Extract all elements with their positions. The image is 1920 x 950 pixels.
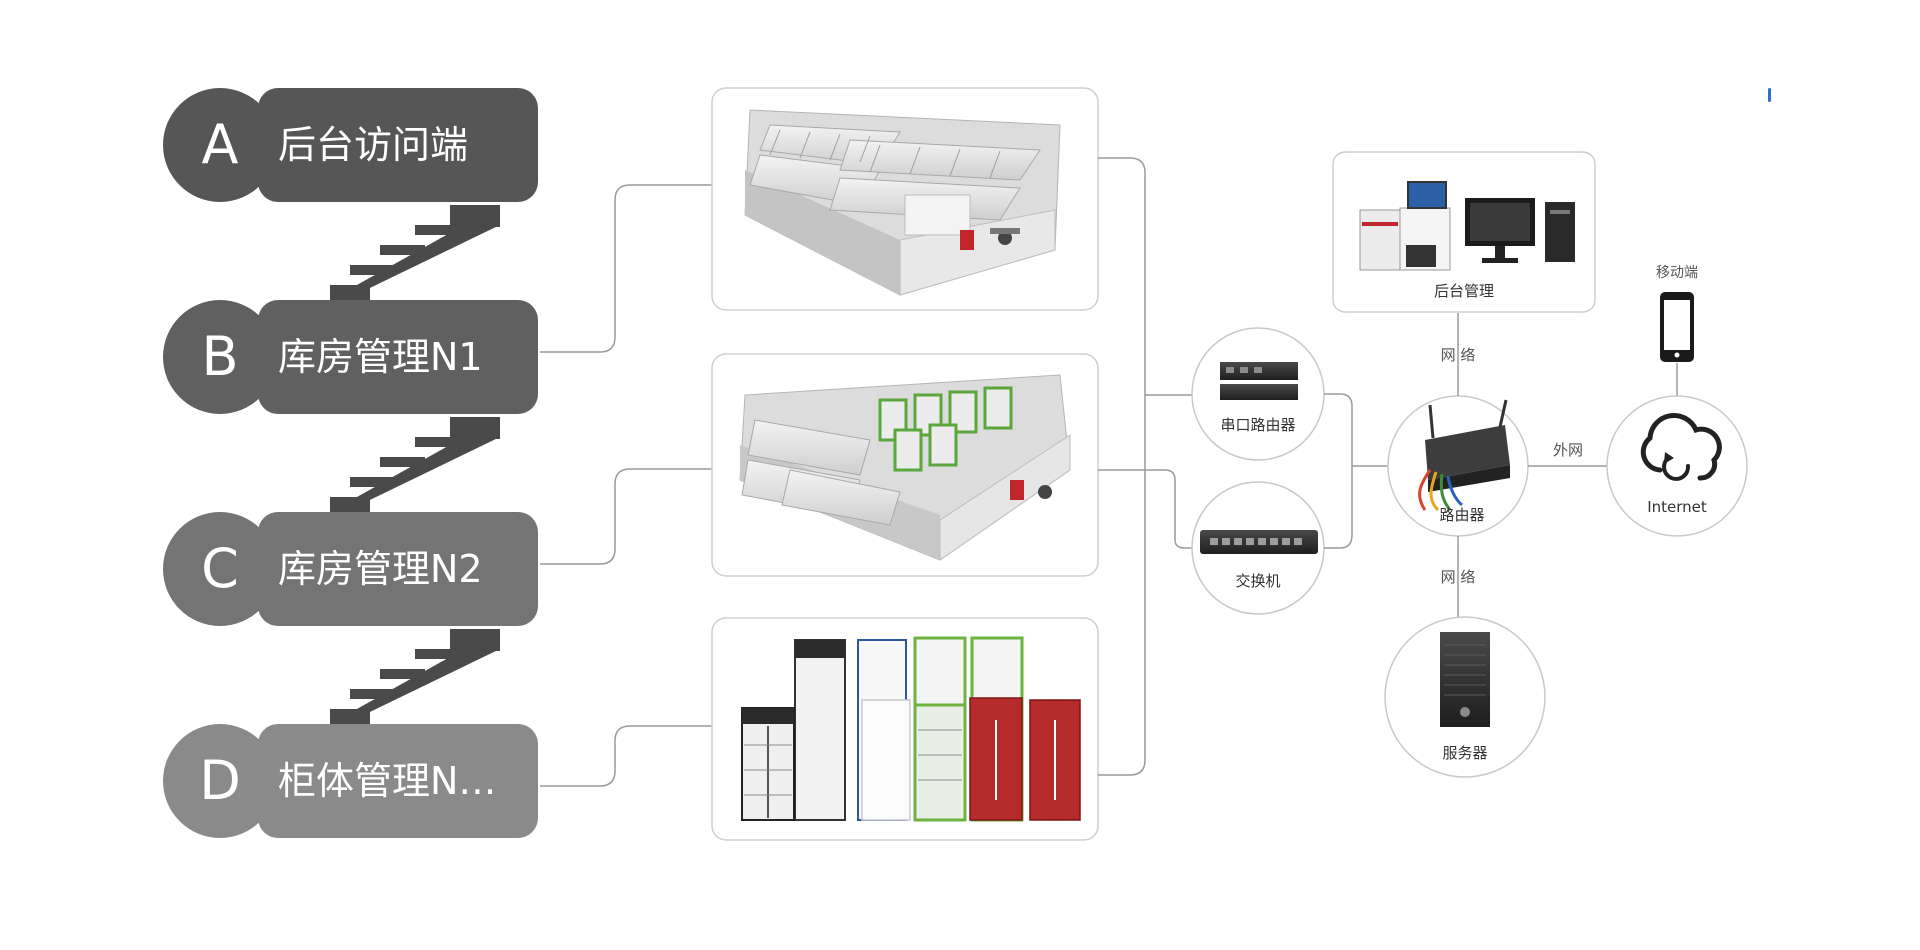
- backend-equipment-illustration: [1359, 181, 1575, 271]
- level-c-letter: C: [201, 537, 239, 600]
- network-label-top: 网 络: [1441, 346, 1476, 364]
- stair-c-d: [330, 629, 500, 724]
- internet-node: Internet: [1606, 395, 1748, 537]
- level-b-letter: B: [201, 325, 238, 388]
- level-a: A 后台访问端: [163, 88, 538, 202]
- connector-d-cab: [540, 725, 712, 787]
- panel-warehouse-n2: [711, 353, 1099, 577]
- router-links: [1457, 313, 1678, 617]
- node-to-router-links: [1324, 393, 1398, 549]
- backend-node: 后台管理: [1332, 151, 1596, 313]
- panel-warehouse-n1: [711, 87, 1099, 311]
- level-c: C 库房管理N2: [163, 512, 538, 626]
- mobile-label: 移动端: [1656, 265, 1698, 281]
- router-label: 路由器: [1439, 506, 1484, 524]
- stair-b-c: [330, 417, 500, 512]
- level-c-label: 库房管理N2: [278, 547, 483, 591]
- mobile-phone-icon: [1660, 292, 1694, 362]
- serial-router-node: 串口路由器: [1191, 327, 1325, 461]
- panel-bus: [1098, 157, 1195, 776]
- serial-router-label: 串口路由器: [1220, 416, 1295, 434]
- mobile-node: 移动端: [1656, 265, 1698, 362]
- warehouse-n2-illustration: [739, 374, 1071, 561]
- switch-node: 交换机: [1191, 481, 1325, 615]
- level-b: B 库房管理N1: [163, 300, 538, 414]
- internet-label: Internet: [1647, 498, 1707, 516]
- bus-to-switch: [1145, 469, 1195, 549]
- left-connectors: [540, 184, 712, 787]
- switch-label: 交换机: [1235, 572, 1280, 590]
- connector-c-n2: [540, 468, 712, 565]
- connector-b-n1: [540, 184, 712, 353]
- extranet-label: 外网: [1553, 441, 1583, 459]
- warehouse-n1-illustration: [744, 109, 1061, 296]
- cloud-icon: [1640, 412, 1722, 481]
- level-d-label: 柜体管理N…: [278, 759, 496, 803]
- level-a-letter: A: [202, 113, 239, 176]
- panel-cabinets: [711, 617, 1099, 841]
- server-node: 服务器: [1384, 616, 1546, 778]
- cabinets-illustration: [741, 636, 1081, 822]
- server-label: 服务器: [1442, 744, 1487, 762]
- backend-label: 后台管理: [1434, 282, 1494, 300]
- staircase: [330, 205, 500, 724]
- level-a-label: 后台访问端: [278, 123, 468, 167]
- level-b-label: 库房管理N1: [278, 335, 483, 379]
- stair-a-b: [330, 205, 500, 300]
- corner-mark: [1768, 88, 1771, 102]
- network-label-bottom: 网 络: [1441, 568, 1476, 586]
- level-d-letter: D: [199, 749, 241, 812]
- level-d: D 柜体管理N…: [163, 724, 538, 838]
- router-node: 路由器: [1387, 395, 1529, 537]
